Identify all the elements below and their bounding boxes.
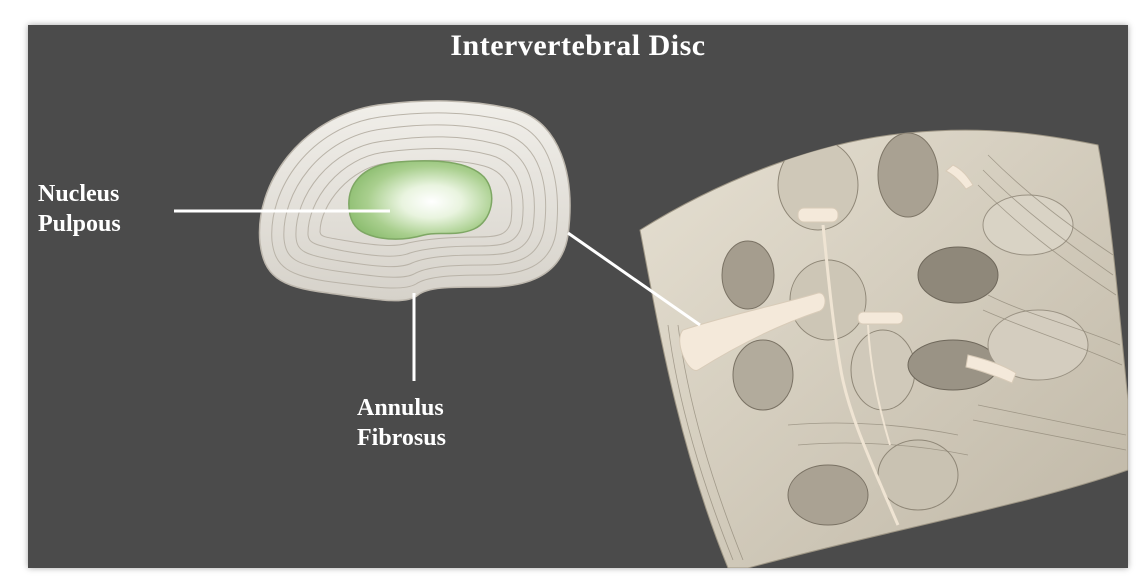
diagram-artwork (28, 25, 1128, 568)
spine-illustration (640, 130, 1128, 568)
annulus-fibrosus-label: Annulus Fibrosus (357, 393, 446, 453)
diagram-title: Intervertebral Disc (28, 29, 1128, 63)
annulus-label-line2: Fibrosus (357, 423, 446, 453)
nucleus-label-line1: Nucleus (38, 179, 121, 209)
nucleus-pulposus (349, 161, 492, 239)
nucleus-pulposus-label: Nucleus Pulpous (38, 179, 121, 239)
annulus-label-line1: Annulus (357, 393, 446, 423)
nucleus-label-line2: Pulpous (38, 209, 121, 239)
diagram-slide: Intervertebral Disc Nucleus Pulpous Annu… (28, 25, 1128, 568)
disc-cross-section (259, 101, 569, 301)
